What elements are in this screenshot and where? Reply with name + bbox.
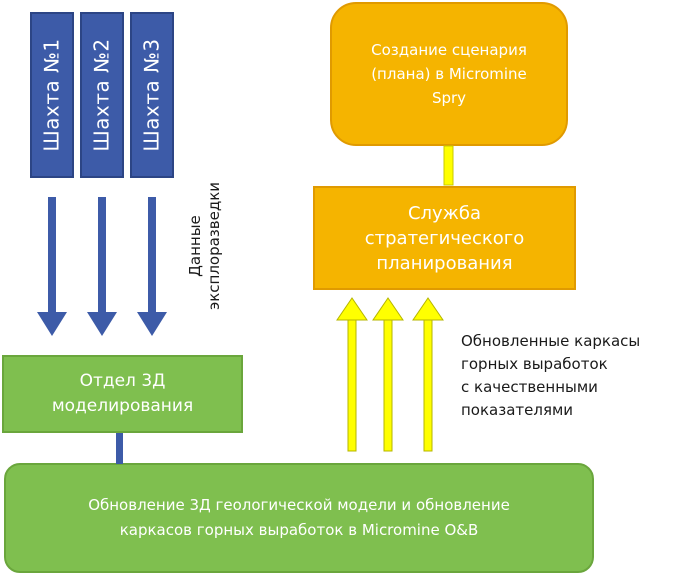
model-update-text: Обновление 3Д геологической модели и обн…: [88, 496, 510, 539]
scenario-to-planning-connector: [443, 145, 454, 186]
shaft-1-arrow-head: [37, 312, 67, 336]
scenario-creation-text: Создание сценария (плана) в Micromine Sp…: [371, 41, 527, 107]
modeling-department-box: Отдел 3Д моделирования: [2, 355, 243, 433]
yellow-arrow-1-head: [336, 297, 368, 321]
yellow-arrow-2-head: [372, 297, 404, 321]
shaft-1-box: Шахта №1: [30, 12, 74, 178]
shaft-2-box: Шахта №2: [80, 12, 124, 178]
planning-service-text: Служба стратегического планирования: [364, 202, 525, 274]
shaft-3-arrow-head: [137, 312, 167, 336]
modeling-department-text: Отдел 3Д моделирования: [51, 371, 194, 416]
scenario-creation-box: Создание сценария (плана) в Micromine Sp…: [330, 2, 568, 146]
shaft-2-arrow-head: [87, 312, 117, 336]
yellow-up-arrows: [336, 297, 444, 452]
yellow-arrow-3-shaft: [423, 317, 433, 452]
shaft-2-arrow-shaft: [98, 197, 106, 313]
shaft-1-arrow-shaft: [48, 197, 56, 313]
planning-service-box: Служба стратегического планирования: [313, 186, 576, 290]
yellow-arrow-3-head: [412, 297, 444, 321]
modeling-to-update-connector: [116, 433, 123, 464]
shaft-3-arrow-shaft: [148, 197, 156, 313]
yellow-arrow-1-shaft: [347, 317, 357, 452]
yellow-arrow-2-shaft: [383, 317, 393, 452]
shaft-3-box: Шахта №3: [130, 12, 174, 178]
blue-down-arrows: [37, 197, 167, 336]
model-update-box: Обновление 3Д геологической модели и обн…: [4, 463, 594, 573]
updated-frames-label: Обновленные каркасы горных выработок с к…: [461, 332, 641, 419]
